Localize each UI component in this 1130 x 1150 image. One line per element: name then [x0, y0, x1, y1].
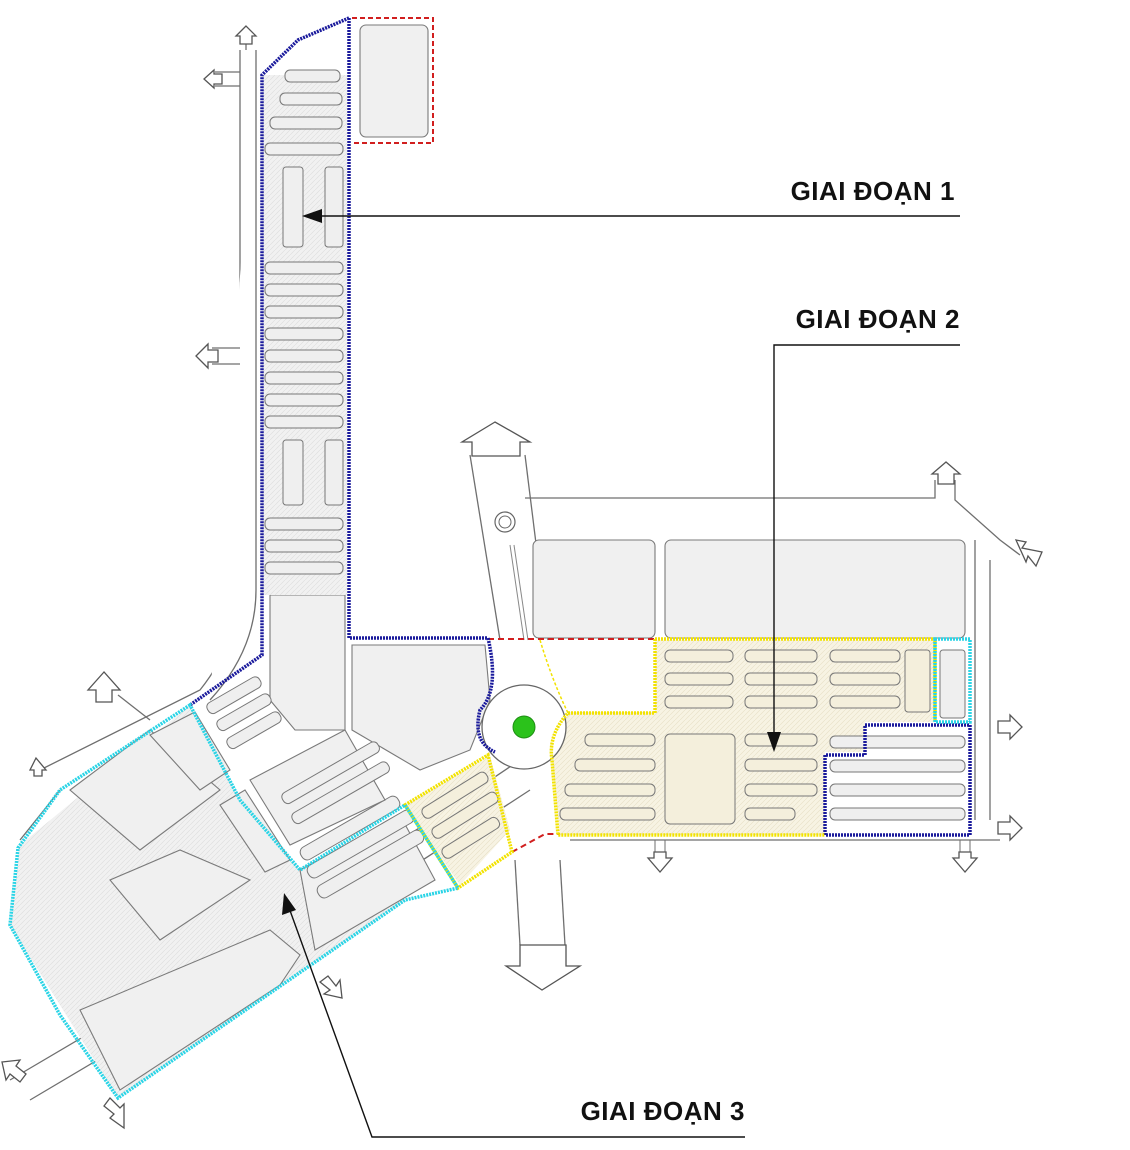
west-entrance-arrow-1	[203, 68, 223, 90]
east-arrow-1	[1014, 539, 1043, 568]
phase1-label: GIAI ĐOẠN 1	[791, 176, 955, 206]
roundabout	[481, 684, 567, 770]
phase3-area	[10, 705, 436, 1098]
phase2-boundary-west	[402, 752, 514, 891]
phase2-label: GIAI ĐOẠN 2	[796, 304, 960, 334]
east-upper-blocks	[494, 511, 966, 639]
west-entrance-arrow-2	[195, 342, 219, 370]
south-arrow-3	[318, 975, 343, 999]
phase1-boundary	[189, 16, 496, 754]
reserve-boundary-north	[352, 17, 434, 144]
phase3-label: GIAI ĐOẠN 3	[581, 1096, 745, 1126]
phase-boundaries	[8, 16, 972, 1101]
south-arrow-1	[646, 851, 674, 873]
central-blocks	[206, 594, 491, 846]
boulevard-north-arrow	[459, 421, 533, 457]
phase1-leader-arrowhead	[302, 209, 322, 223]
boulevard-south-arrow	[503, 944, 583, 991]
southwest-arrow	[1, 1059, 27, 1083]
roundabout-center-dot	[512, 715, 536, 739]
phase2-leader-arrowhead	[767, 732, 781, 752]
leader-lines	[282, 209, 960, 1138]
phase2-area	[405, 640, 966, 885]
east-arrow-3	[997, 814, 1023, 842]
reserve-boundary-south	[511, 833, 560, 853]
south-west-arrow-2	[103, 1097, 125, 1130]
road-entrances	[1, 25, 1043, 1130]
northwest-arrow	[86, 671, 122, 703]
phase3-boundary	[8, 702, 461, 1101]
phase1-lots	[262, 24, 429, 595]
phase3-leader-arrowhead	[282, 893, 296, 915]
phase-labels: GIAI ĐOẠN 1 GIAI ĐOẠN 2 GIAI ĐOẠN 3	[581, 176, 960, 1126]
east-arrow-2	[997, 713, 1023, 741]
north-entrance-arrow	[234, 25, 258, 45]
phase3-leader	[287, 904, 745, 1138]
west-arrow	[28, 756, 48, 777]
phase1-east-boundary	[823, 723, 972, 837]
phase2-leader	[773, 344, 960, 740]
phase3-east-boundary	[933, 637, 972, 724]
northeast-arrow	[930, 461, 962, 485]
south-arrow-2	[951, 851, 979, 873]
